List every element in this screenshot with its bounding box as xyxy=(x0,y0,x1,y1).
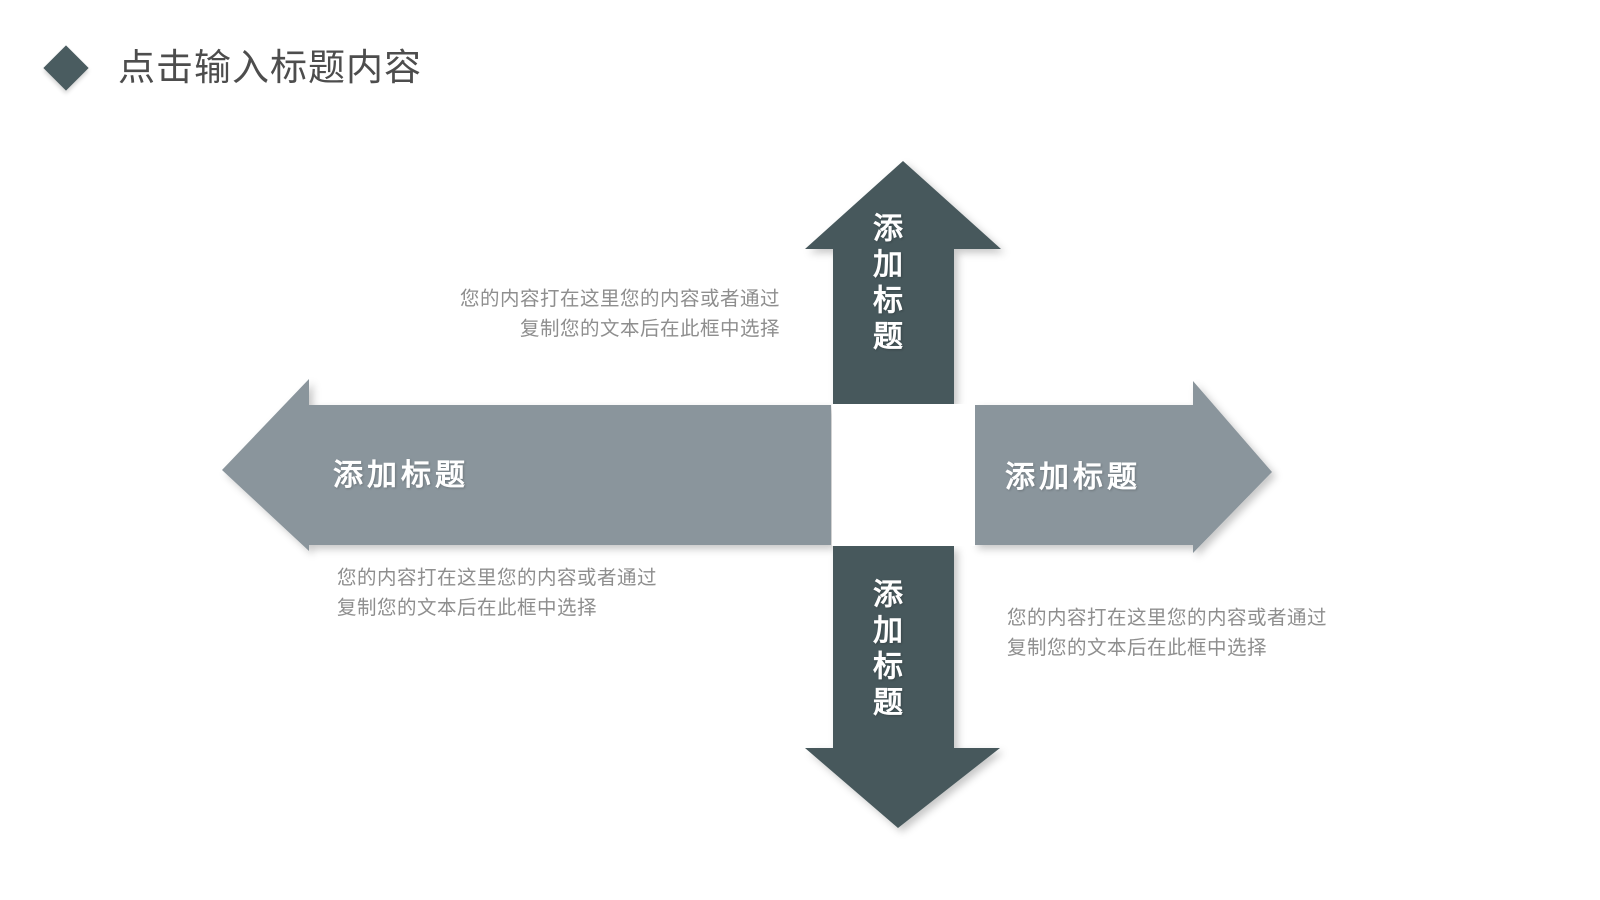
center-gap xyxy=(832,404,975,546)
slide-header: 点击输入标题内容 xyxy=(43,36,422,100)
arrow-down-shape[interactable] xyxy=(805,546,1000,828)
description-bottom-left: 您的内容打在这里您的内容或者通过 复制您的文本后在此框中选择 xyxy=(337,563,722,623)
description-line: 复制您的文本后在此框中选择 xyxy=(1007,637,1268,659)
description-line: 您的内容打在这里您的内容或者通过 xyxy=(1007,607,1328,629)
page-title: 点击输入标题内容 xyxy=(118,46,422,88)
description-top-left: 您的内容打在这里您的内容或者通过 复制您的文本后在此框中选择 xyxy=(395,284,780,344)
description-line: 您的内容打在这里您的内容或者通过 xyxy=(337,567,658,589)
description-line: 复制您的文本后在此框中选择 xyxy=(519,318,780,340)
arrow-right-shape[interactable] xyxy=(974,381,1272,553)
arrow-left-shape[interactable] xyxy=(222,379,831,551)
description-bottom-right: 您的内容打在这里您的内容或者通过 复制您的文本后在此框中选择 xyxy=(1007,603,1392,663)
description-line: 您的内容打在这里您的内容或者通过 xyxy=(459,288,780,310)
description-line: 复制您的文本后在此框中选择 xyxy=(337,597,598,619)
arrow-up-shape[interactable] xyxy=(805,161,1001,404)
